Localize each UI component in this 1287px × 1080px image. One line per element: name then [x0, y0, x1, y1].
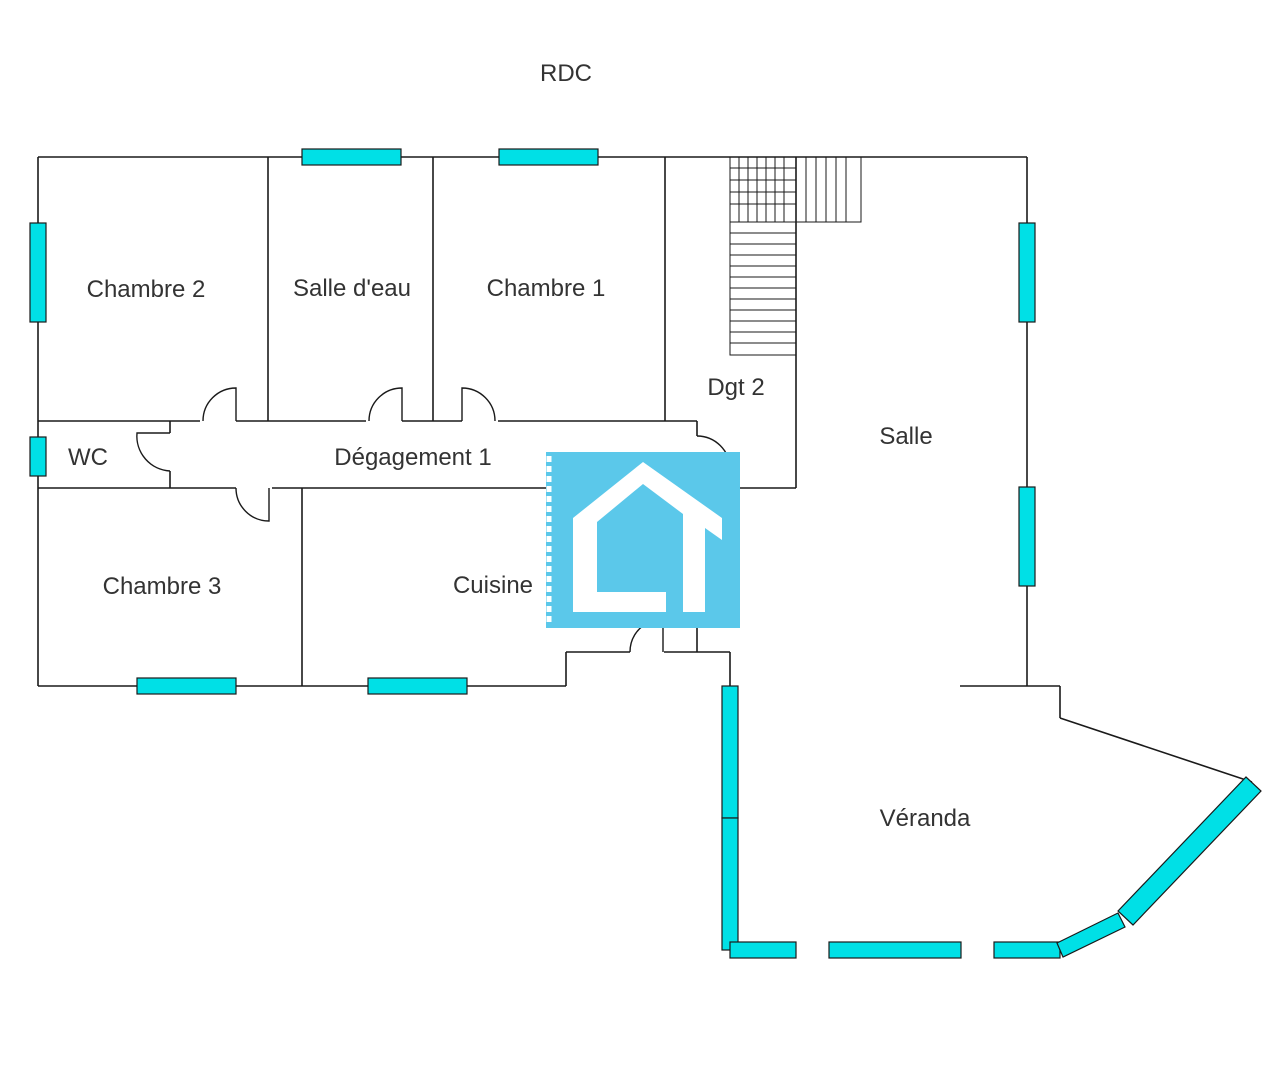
plan-title: RDC	[540, 60, 592, 87]
room-label-veranda: Véranda	[880, 805, 971, 832]
window	[729, 941, 797, 959]
door-chambre-3	[235, 487, 270, 522]
room-label-chambre-3: Chambre 3	[103, 573, 222, 600]
room-label-salle: Salle	[879, 423, 932, 450]
window	[993, 941, 1061, 959]
window	[29, 436, 47, 477]
room-label-dgt-2: Dgt 2	[707, 374, 764, 401]
room-label-chambre-2: Chambre 2	[87, 276, 206, 303]
window	[1018, 222, 1036, 323]
room-label-wc: WC	[68, 444, 108, 471]
window	[1117, 776, 1262, 926]
door-chambre-2	[202, 387, 237, 422]
window	[136, 677, 237, 695]
window	[498, 148, 599, 166]
room-label-cuisine: Cuisine	[453, 572, 533, 599]
window	[721, 817, 739, 951]
window	[29, 222, 47, 323]
window	[301, 148, 402, 166]
door-salle-deau	[368, 387, 403, 422]
house-logo-icon	[546, 452, 740, 628]
door-chambre-1	[461, 387, 496, 422]
room-labels: Chambre 2 Salle d'eau Chambre 1 Dgt 2 Sa…	[68, 275, 971, 832]
window	[367, 677, 468, 695]
window	[1018, 486, 1036, 587]
staircase	[729, 156, 862, 356]
window	[1056, 912, 1126, 958]
window	[828, 941, 962, 959]
room-label-salle-deau: Salle d'eau	[293, 275, 411, 302]
windows	[29, 148, 1262, 959]
room-label-chambre-1: Chambre 1	[487, 275, 606, 302]
window	[721, 685, 739, 819]
room-label-degagement-1: Dégagement 1	[334, 444, 491, 471]
door-wc	[136, 432, 171, 472]
